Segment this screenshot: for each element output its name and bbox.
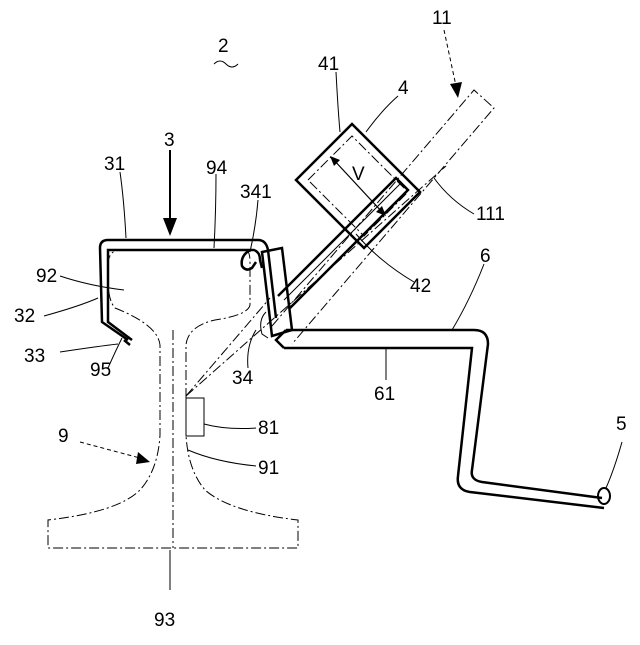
- label-42: 42: [410, 276, 431, 297]
- label-11: 11: [432, 8, 452, 29]
- arrow-11-head: [450, 82, 462, 98]
- arrow-3-head: [163, 218, 177, 236]
- label-92: 92: [36, 266, 57, 287]
- label-9: 9: [58, 426, 69, 447]
- arm-6-inner: [284, 348, 604, 508]
- arrow-11-shaft: [444, 30, 456, 86]
- arrow-9-head: [136, 452, 150, 464]
- label-94: 94: [206, 158, 228, 179]
- label-V: V: [352, 164, 365, 185]
- label-3: 3: [164, 130, 175, 151]
- label-31: 31: [104, 154, 125, 175]
- sensor-81: [186, 398, 204, 436]
- axis-111-b: [186, 298, 270, 396]
- label-34: 34: [232, 368, 254, 389]
- label-32: 32: [14, 306, 35, 327]
- clamp-member-inner: [108, 250, 262, 340]
- handle-end-5: [598, 488, 610, 504]
- label-93: 93: [154, 610, 175, 631]
- label-5: 5: [616, 414, 627, 435]
- arrow-9-shaft: [80, 442, 140, 458]
- label-33: 33: [24, 346, 45, 367]
- arm-6: [286, 330, 602, 498]
- tube-42-inner: [284, 184, 400, 300]
- figure-number-tilde: [214, 61, 238, 67]
- label-341: 341: [240, 182, 272, 203]
- label-6: 6: [480, 246, 491, 267]
- label-81: 81: [258, 418, 279, 439]
- label-111: 111: [476, 204, 505, 225]
- pad-34: [261, 312, 268, 338]
- label-4: 4: [398, 78, 409, 99]
- label-41: 41: [318, 54, 339, 75]
- figure-number: 2: [218, 36, 229, 57]
- label-61: 61: [374, 384, 395, 405]
- plate-34: [262, 248, 292, 336]
- label-95: 95: [90, 360, 111, 381]
- label-91: 91: [258, 458, 279, 479]
